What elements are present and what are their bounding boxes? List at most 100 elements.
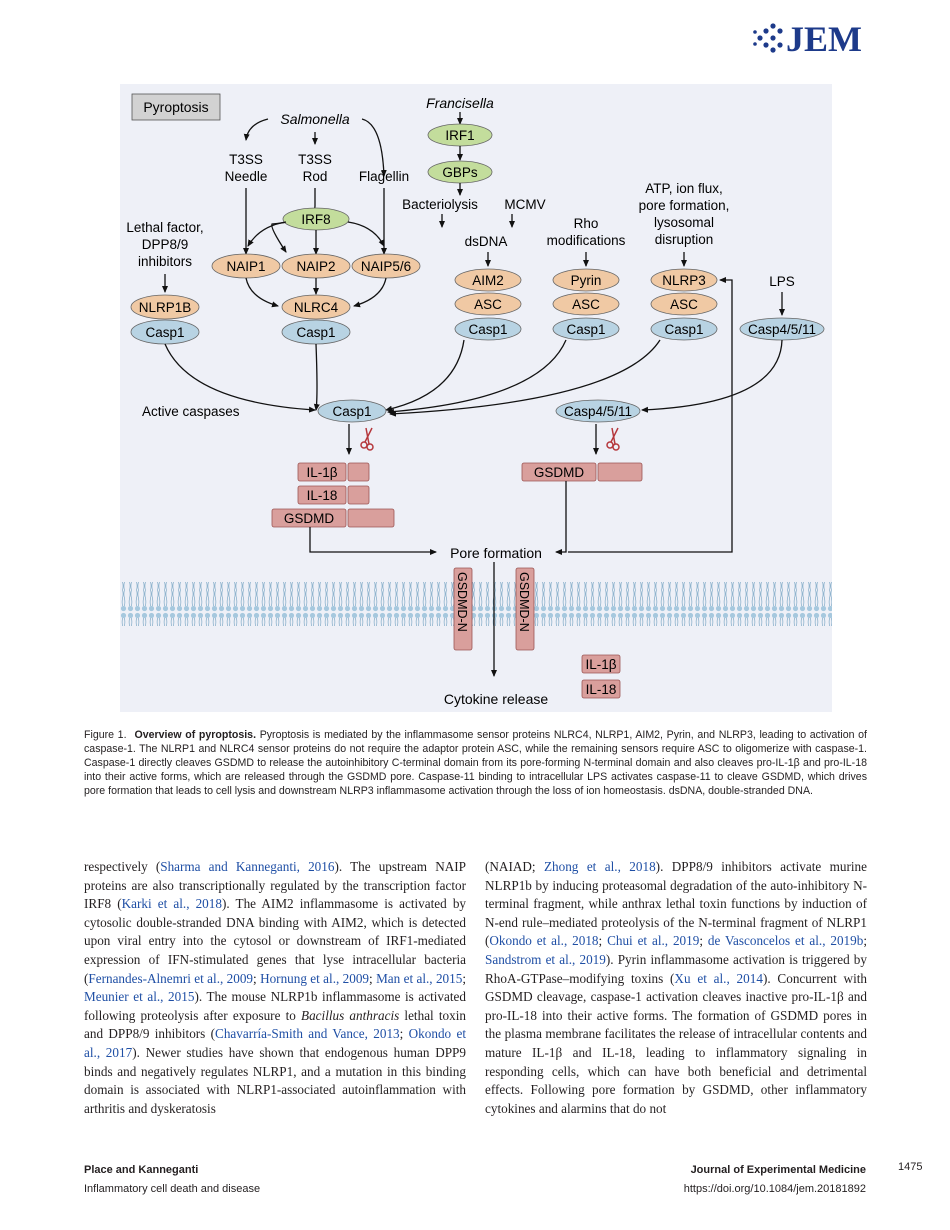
casp1-node-aim2 [454, 317, 522, 341]
lethal-factor-label-2: DPP8/9 [142, 237, 189, 252]
page-number: 1475 [898, 1161, 923, 1173]
asc-label-pyrin: ASC [572, 297, 600, 312]
footer-authors: Place and Kanneganti [84, 1164, 199, 1176]
nlrc4-node [281, 294, 351, 320]
asc-node-nlrp3 [650, 292, 718, 316]
caption-title: Overview of pyroptosis. [134, 729, 257, 741]
gsdmd-c-term-casp1 [347, 508, 395, 528]
ref-link[interactable]: Chavarría-Smith and Vance, 2013 [215, 1026, 400, 1042]
mcmv-label: MCMV [504, 197, 545, 212]
t3ss-rod-label-1: T3SS [298, 152, 332, 167]
gsdmd-box-casp4511 [521, 462, 597, 482]
gsdmd-box-casp1 [271, 508, 347, 528]
ref-link[interactable]: Sharma and Kanneganti, 2016 [160, 859, 335, 874]
active-casp1-label: Casp1 [332, 404, 371, 419]
nlrp3-node [650, 268, 718, 292]
ref-link[interactable]: Sandstrom et al., 2019 [485, 951, 606, 967]
asc-label-nlrp3: ASC [670, 297, 698, 312]
naip1-label: NAIP1 [226, 259, 265, 274]
released-il18-box [581, 679, 621, 699]
casp1-label-nlrp3: Casp1 [664, 322, 703, 337]
irf1-label: IRF1 [445, 128, 474, 143]
released-il1b-box [581, 654, 621, 674]
pyroptosis-figure: Pyroptosis Salmonella T3SS Needle T3SS R… [120, 84, 832, 712]
pyrin-label: Pyrin [571, 273, 602, 288]
active-casp4511-label: Casp4/5/11 [564, 404, 632, 419]
t3ss-rod-label-2: Rod [303, 169, 328, 184]
caption-body: Pyroptosis is mediated by the inflammaso… [84, 729, 867, 797]
active-casp1-node [317, 399, 387, 423]
asc-label-aim2: ASC [474, 297, 502, 312]
ref-link[interactable]: Meunier et al., 2015 [84, 989, 195, 1005]
journal-logo: JEM [752, 18, 868, 58]
atp-label-4: disruption [655, 232, 714, 247]
logo-text: JEM [786, 19, 862, 58]
footer-journal-name: Journal of Experimental Medicine [690, 1164, 866, 1176]
gbps-label: GBPs [442, 165, 478, 180]
released-il18-label: IL-18 [586, 682, 617, 697]
naip56-label: NAIP5/6 [361, 259, 411, 274]
ref-link[interactable]: Man et al., 2015 [376, 970, 463, 986]
gsdmd-n-label-left: GSDMD-N [455, 572, 469, 632]
il1b-label: IL-1β [306, 465, 337, 480]
casp1-label-aim2: Casp1 [468, 322, 507, 337]
scissors-icon-casp4511 [606, 427, 620, 451]
pyroptosis-label-box [131, 93, 221, 121]
lps-label: LPS [769, 274, 795, 289]
ref-link[interactable]: de Vasconcelos et al., 2019b [707, 933, 864, 949]
jem-dots-icon [753, 23, 783, 53]
ref-link[interactable]: Karki et al., 2018 [121, 896, 222, 912]
ref-link[interactable]: Fernandes-Alnemri et al., 2009 [88, 970, 254, 986]
species-name: Bacillus anthracis [301, 1007, 400, 1023]
asc-node-pyrin [552, 292, 620, 316]
nlrc4-label: NLRC4 [294, 300, 339, 315]
dsdna-label: dsDNA [465, 234, 508, 249]
ref-link[interactable]: Hornung et al., 2009 [260, 970, 370, 986]
gsdmd-label-casp1: GSDMD [284, 511, 335, 526]
cytokine-release-label: Cytokine release [444, 691, 548, 707]
footer-article-title: Inflammatory cell death and disease [84, 1183, 261, 1195]
ref-link[interactable]: Okondo et al., 2017 [84, 1026, 466, 1060]
casp1-node-nlrp3 [650, 317, 718, 341]
ref-link[interactable]: Xu et al., 2014 [674, 970, 763, 986]
irf8-label: IRF8 [301, 212, 330, 227]
lethal-factor-label-3: inhibitors [138, 254, 192, 269]
active-caspases-label: Active caspases [142, 404, 240, 419]
gsdmd-n-pore-left [453, 567, 473, 651]
footer-right: Journal of Experimental Medicine https:/… [684, 1161, 866, 1199]
pyrin-node [552, 268, 620, 292]
nlrp3-label: NLRP3 [662, 273, 706, 288]
rho-label-2: modifications [547, 233, 626, 248]
atp-label-2: pore formation, [639, 198, 730, 213]
gsdmd-n-label-right: GSDMD-N [517, 572, 531, 632]
il18-box [297, 485, 347, 505]
atp-label-1: ATP, ion flux, [645, 181, 723, 196]
rho-label-1: Rho [574, 216, 599, 231]
salmonella-label: Salmonella [280, 111, 349, 127]
francisella-label: Francisella [426, 95, 494, 111]
casp1-label-pyrin: Casp1 [566, 322, 605, 337]
t3ss-needle-label-1: T3SS [229, 152, 263, 167]
scissors-icon-casp1 [360, 427, 374, 451]
pyroptosis-label: Pyroptosis [143, 99, 208, 115]
plasma-membrane [120, 582, 832, 626]
naip2-label: NAIP2 [296, 259, 335, 274]
casp4511-label-lps: Casp4/5/11 [748, 322, 816, 337]
atp-label-3: lysosomal [654, 215, 714, 230]
ref-link[interactable]: Zhong et al., 2018 [543, 859, 656, 874]
ref-link[interactable]: Chui et al., 2019 [607, 933, 700, 949]
aim2-node [454, 268, 522, 292]
caption-label: Figure 1. [84, 729, 127, 741]
ref-link[interactable]: Okondo et al., 2018 [489, 933, 599, 949]
nlrp1b-node [130, 294, 200, 320]
active-casp4511-node [555, 399, 641, 423]
il18-prodomain [347, 485, 370, 505]
flagellin-label: Flagellin [359, 169, 409, 184]
footer-left: Place and Kanneganti Inflammatory cell d… [84, 1161, 260, 1199]
footer-doi[interactable]: https://doi.org/10.1084/jem.20181892 [683, 1183, 866, 1195]
lethal-factor-label-1: Lethal factor, [126, 220, 203, 235]
figure-caption: Figure 1. Overview of pyroptosis. Pyropto… [84, 728, 867, 798]
gsdmd-label-casp4511: GSDMD [534, 465, 585, 480]
pore-formation-label: Pore formation [450, 545, 542, 561]
t3ss-needle-label-2: Needle [225, 169, 268, 184]
